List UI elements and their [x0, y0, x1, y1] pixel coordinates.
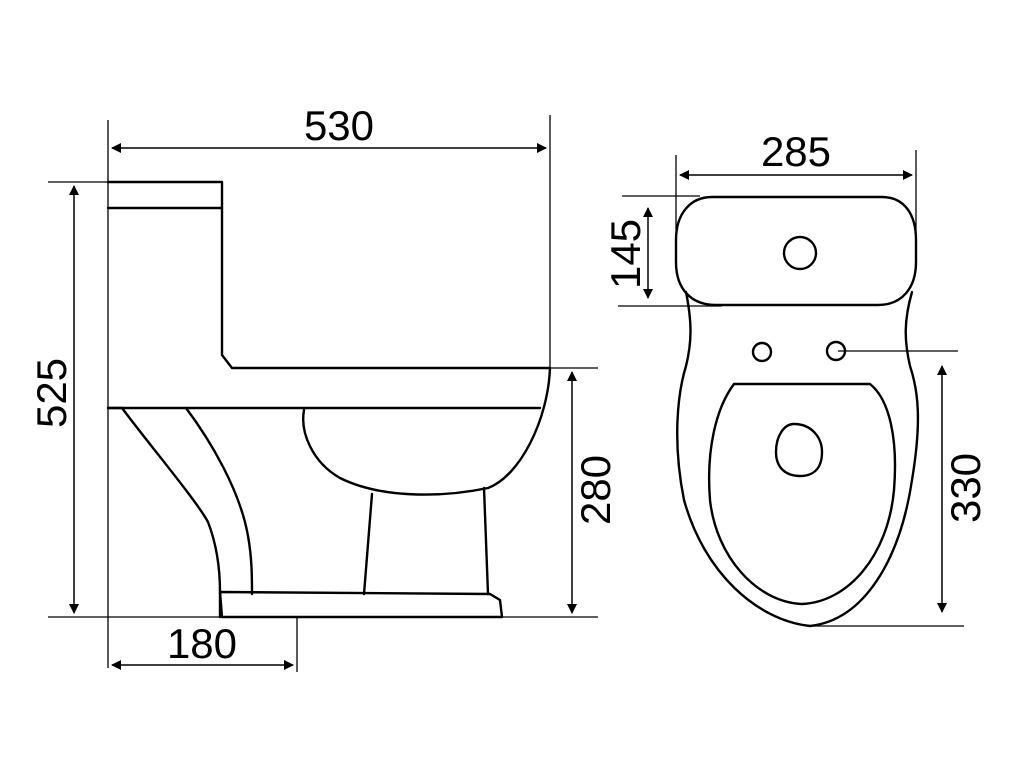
toilet-side-outline — [106, 180, 552, 619]
dim-hole-to-front-label: 330 — [942, 453, 989, 523]
side-extension-lines — [48, 115, 598, 672]
dim-overall-length: 530 — [111, 102, 547, 153]
toilet-top-outline — [674, 195, 920, 628]
top-extension-lines — [618, 150, 964, 627]
side-view: 530 525 280 180 — [28, 102, 619, 672]
dim-overall-height-label: 525 — [28, 358, 75, 428]
dim-tank-depth: 145 — [602, 207, 653, 299]
dim-overall-length-label: 530 — [304, 102, 374, 149]
bolt-hole-right-icon — [825, 340, 847, 362]
dim-rough-in: 180 — [111, 620, 294, 670]
dim-seat-height-label: 280 — [572, 455, 619, 525]
dim-tank-width-label: 285 — [761, 128, 831, 175]
dim-tank-depth-label: 145 — [602, 219, 649, 289]
dim-rough-in-label: 180 — [167, 620, 237, 667]
bolt-hole-left-icon — [751, 341, 773, 363]
flush-button-icon — [782, 235, 818, 271]
dim-hole-to-front: 330 — [937, 365, 989, 613]
dim-tank-width: 285 — [679, 128, 913, 180]
dim-overall-height: 525 — [28, 185, 79, 614]
dim-seat-height: 280 — [567, 371, 619, 614]
top-view: 285 145 330 — [602, 128, 989, 628]
